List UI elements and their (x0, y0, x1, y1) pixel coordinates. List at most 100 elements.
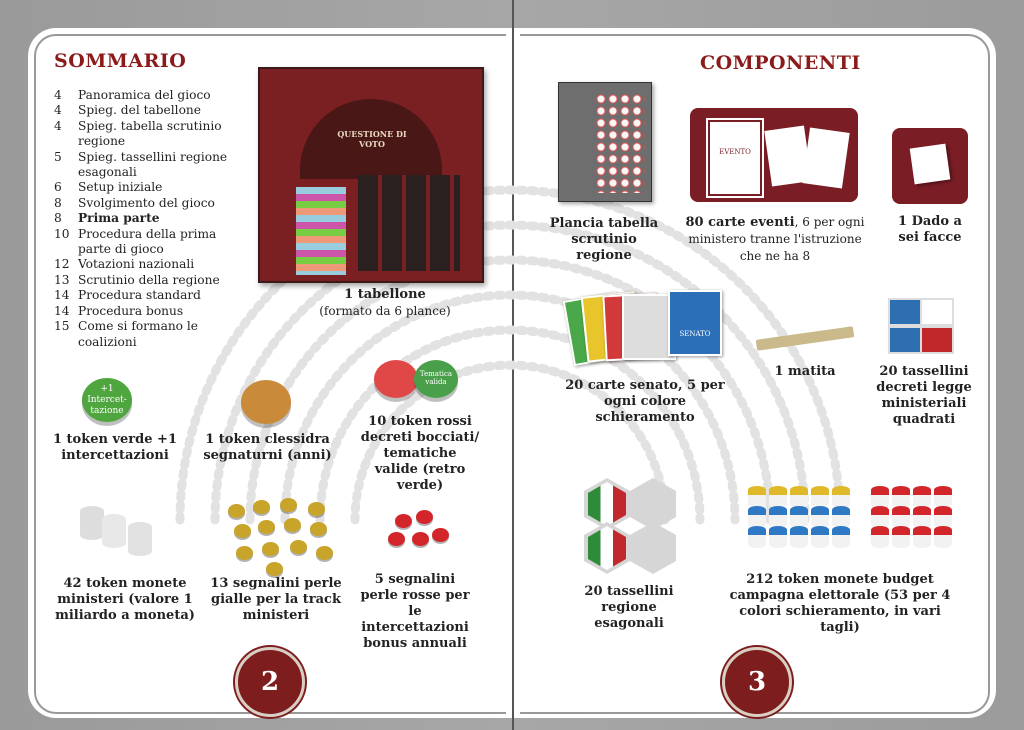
budget-coin-stack (913, 526, 931, 548)
pearl-marker (228, 504, 245, 518)
pearl-marker (280, 498, 297, 512)
red-tokens-caption: 10 token rossi decreti bocciati/ tematic… (360, 414, 480, 493)
budget-coins-caption: 212 token monete budget campagna elettor… (729, 572, 951, 635)
hourglass-token-caption: 1 token clessidra segnaturni (anni) (203, 432, 332, 463)
budget-coin-stack (769, 486, 787, 508)
toc-entry-text: Votazioni nazionali (78, 257, 195, 272)
budget-coin-stack (832, 486, 850, 508)
toc-item: 4 Spieg. tabella scrutinio regione (54, 119, 244, 150)
page-number-left: 2 (235, 647, 305, 717)
budget-coin-stack (811, 526, 829, 548)
coin-stack-image (80, 506, 104, 540)
red-token-image (374, 360, 418, 398)
toc-title: SOMMARIO (54, 50, 187, 72)
toc-entry-text: Prima parte (78, 211, 160, 226)
budget-coin-stack (832, 526, 850, 548)
pearl-marker (316, 546, 333, 560)
die-image (892, 128, 968, 204)
book-spine (512, 0, 514, 730)
toc-entry-text: Come si formano le coalizioni (78, 319, 199, 349)
toc-entry-text: Setup iniziale (78, 180, 163, 195)
toc-page-number: 4 (54, 118, 62, 133)
board-caption: 1 tabellone (formato da 6 plance) (290, 287, 480, 319)
budget-coin-stack (790, 526, 808, 548)
budget-coin-stack (892, 506, 910, 528)
pearl-marker (416, 510, 433, 524)
budget-coin-stack (790, 506, 808, 528)
event-card-label: EVENTO (719, 148, 751, 156)
budget-coin-stack (790, 486, 808, 508)
toc-page-number: 10 (54, 226, 70, 241)
toc-page-number: 8 (54, 211, 62, 226)
toc-page-number: 4 (54, 103, 62, 118)
event-cards-caption-bold: 80 carte eventi (685, 215, 795, 230)
toc-page-number: 4 (54, 88, 62, 102)
toc-entry-text: Procedura della prima parte di gioco (78, 226, 217, 257)
pearl-marker (258, 520, 275, 534)
green-token-text: +1 Intercet-tazione (87, 384, 127, 416)
die-caption: 1 Dado a sei facce (898, 214, 962, 245)
toc-entry-text: Procedura standard (78, 288, 201, 303)
toc-entry-text: Spieg. tassellini regione esagonali (78, 149, 228, 180)
budget-coin-stack (748, 526, 766, 548)
decree-tile-image (920, 326, 954, 354)
components-title: COMPONENTI (700, 52, 861, 74)
pearl-marker (308, 502, 325, 516)
coin-stack-image (102, 514, 126, 548)
toc-item: 8 Prima parte (54, 211, 244, 226)
budget-coin-stack (769, 526, 787, 548)
event-cards-caption: 80 carte eventi, 6 per ogni ministero tr… (680, 214, 870, 265)
decree-tile-image (888, 298, 922, 326)
red-pearls-caption: 5 segnalini perle rosse per le intercett… (360, 572, 470, 651)
region-sheet-image (558, 82, 652, 202)
senate-card-blue: SENATO (668, 290, 722, 356)
budget-coin-stack (892, 486, 910, 508)
toc-page-number: 14 (54, 303, 70, 318)
toc-page-number: 5 (54, 149, 62, 164)
toc-entry-text: Spieg. tabella scrutinio regione (78, 118, 222, 149)
region-sheet-caption: Plancia tabella scrutinio regione (549, 216, 659, 263)
senate-card-label: SENATO (679, 330, 711, 338)
budget-coin-stack (832, 506, 850, 528)
budget-coin-stack (913, 486, 931, 508)
pearl-marker (310, 522, 327, 536)
budget-coin-stack (913, 506, 931, 528)
toc-page-number: 13 (54, 272, 70, 287)
budget-coin-stack (934, 526, 952, 548)
coin-stack-image (128, 522, 152, 556)
green-token-image: +1 Intercet-tazione (82, 378, 132, 422)
green-back-token-image: Tematica valida (414, 360, 458, 398)
budget-coin-stack (811, 506, 829, 528)
budget-coin-stack (871, 526, 889, 548)
budget-coin-stack (934, 506, 952, 528)
hex-tile-image (584, 478, 630, 530)
pearl-marker (266, 562, 283, 576)
senate-cards-caption: 20 carte senato, 5 per ogni colore schie… (565, 378, 725, 425)
page-number-right: 3 (722, 647, 792, 717)
budget-coin-stack (748, 486, 766, 508)
event-cards-image: EVENTO (690, 108, 858, 202)
hex-tile-image (630, 478, 676, 530)
budget-coin-stack (934, 486, 952, 508)
pearl-marker (388, 532, 405, 546)
toc-entry-text: Svolgimento del gioco (78, 195, 215, 210)
decree-tile-image (920, 298, 954, 326)
pencil-caption: 1 matita (774, 364, 836, 379)
pearl-marker (290, 540, 307, 554)
budget-coin-stack (748, 506, 766, 528)
toc-page-number: 14 (54, 288, 70, 303)
pearl-marker (236, 546, 253, 560)
toc-item: 5 Spieg. tassellini regione esagonali (54, 150, 244, 181)
yellow-pearls-caption: 13 segnalini perle gialle per la track m… (210, 576, 342, 623)
hex-tile-image (630, 522, 676, 574)
coins-caption: 42 token monete ministeri (valore 1 mili… (55, 576, 195, 623)
toc-page-number: 8 (54, 195, 62, 210)
event-cards-caption-rest: , 6 per ogni ministero tranne l'istruzio… (688, 215, 865, 263)
